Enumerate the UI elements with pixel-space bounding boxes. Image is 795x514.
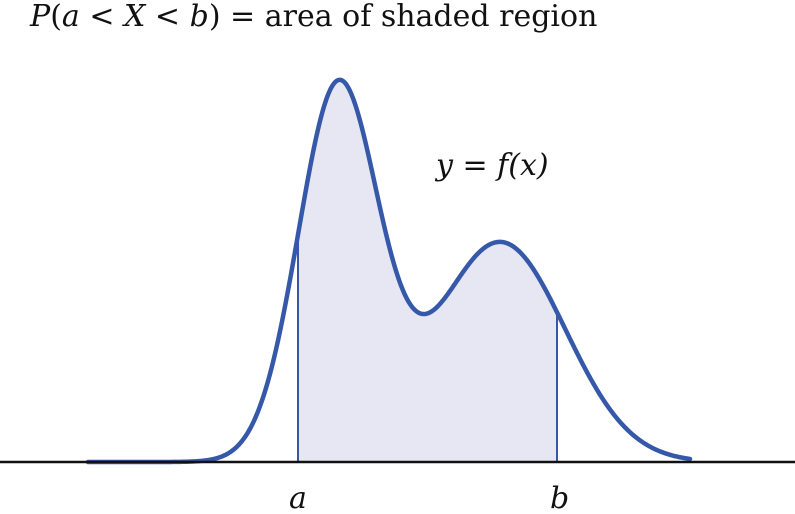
diagram-title: P(a < X < b) = area of shaded region (29, 0, 597, 34)
title-P: P (29, 0, 51, 34)
title-lt-1: < (80, 0, 124, 34)
title-lt-2: < (145, 0, 189, 34)
title-suffix: ) = area of shaded region (209, 0, 598, 34)
curve-label: y = f(x) (434, 148, 549, 183)
marker-label-b: b (550, 481, 569, 514)
title-var-a: a (62, 0, 80, 34)
title-prefix-paren: ( (50, 0, 62, 34)
marker-label-a: a (289, 481, 307, 514)
title-var-b: b (190, 0, 209, 34)
shaded-region (298, 79, 557, 462)
title-var-X: X (122, 0, 147, 34)
